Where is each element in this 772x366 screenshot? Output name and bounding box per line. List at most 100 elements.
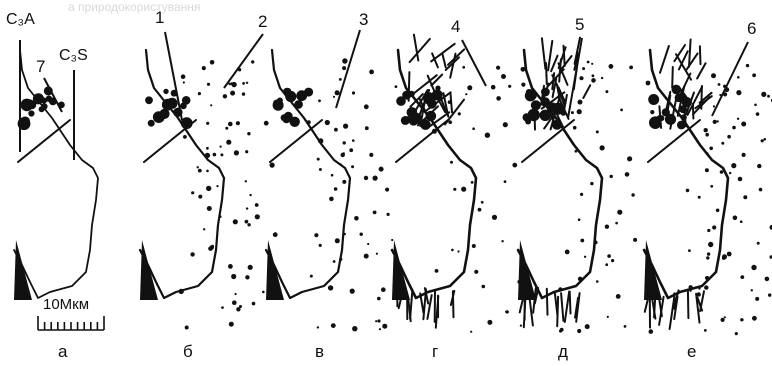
hydrate-needle <box>688 290 689 319</box>
hydrate-dot <box>220 146 222 148</box>
hydrate-dot <box>334 187 338 191</box>
hydrate-dot <box>465 93 467 95</box>
leader-3 <box>336 30 360 108</box>
hydrate-dot <box>207 83 210 86</box>
hydrate-dot <box>203 228 205 230</box>
hydrate-dot <box>617 210 622 215</box>
hydrate-dot <box>233 219 238 224</box>
hydrate-dot <box>183 135 187 139</box>
c3a-cluster <box>162 101 169 108</box>
hydrate-dot <box>382 324 387 329</box>
hydrate-dot <box>521 83 525 87</box>
hydrate-dot <box>481 201 484 204</box>
hydrate-dot <box>179 289 184 294</box>
hydrate-dot <box>210 104 212 106</box>
grain-panel-6 <box>644 40 772 336</box>
hydrate-dot <box>255 203 259 207</box>
callout-1: 1 <box>155 9 164 26</box>
phase-label-c3s: C₃S <box>59 48 88 64</box>
hydrate-dot <box>349 148 353 152</box>
hydrate-dot <box>220 153 223 156</box>
hydrate-dot <box>206 170 209 173</box>
hydrate-dot <box>307 120 311 124</box>
c3a-cluster <box>25 99 34 108</box>
hydrate-needle <box>548 41 552 71</box>
hydrate-dot <box>333 260 336 263</box>
hydrate-dot <box>207 206 212 211</box>
hydrate-dot <box>221 306 224 309</box>
hydrate-dot <box>579 76 583 80</box>
hydrate-dot <box>600 145 605 150</box>
hydrate-dot <box>385 188 389 192</box>
hydrate-dot <box>485 133 490 138</box>
c3a-cluster <box>281 114 288 121</box>
hydrate-dot <box>736 90 741 95</box>
hydrate-dot <box>331 174 334 177</box>
hydrate-dot <box>512 163 517 168</box>
hydrate-dot <box>264 121 269 126</box>
hydrate-dot <box>461 187 466 192</box>
hydrate-dot <box>727 135 731 139</box>
hydrate-dot <box>364 104 369 109</box>
scale-bar <box>38 316 104 330</box>
hydrate-dot <box>391 239 393 241</box>
hydrate-dot <box>578 218 581 221</box>
hydrate-dot <box>580 239 584 243</box>
hydrate-dot <box>223 94 227 98</box>
hydrate-dot <box>453 188 456 191</box>
hydrate-dot <box>610 175 613 178</box>
hydrate-dot <box>722 256 726 260</box>
hydrate-dot <box>710 185 713 188</box>
hydrate-dot <box>198 92 201 95</box>
hydrate-dot <box>329 197 334 202</box>
hydrate-needle <box>410 39 430 62</box>
hydrate-dot <box>757 242 760 245</box>
hydrate-needle <box>559 59 561 81</box>
c3a-cluster <box>531 100 541 110</box>
hydrate-dot <box>752 316 757 321</box>
hydrate-dot <box>435 269 439 273</box>
panel-label-e: е <box>687 343 696 360</box>
hydrate-dot <box>377 297 381 301</box>
hydrate-dot <box>395 85 398 88</box>
callout-2: 2 <box>258 13 267 30</box>
hydrate-dot <box>364 254 369 259</box>
c3a-cluster <box>396 96 406 106</box>
hydrate-dot <box>625 172 630 177</box>
c3a-cluster <box>148 120 155 127</box>
hydrate-dot <box>724 316 726 318</box>
hydrate-dot <box>735 332 738 335</box>
hydrate-dot <box>236 121 240 125</box>
hydrate-dot <box>205 153 210 158</box>
hydrate-dot <box>206 122 209 125</box>
panel-label-v: в <box>315 343 324 360</box>
hydrate-dot <box>596 280 599 283</box>
hydrate-dot <box>342 180 346 184</box>
hydrate-dot <box>352 326 357 331</box>
hydrate-dot <box>508 85 511 88</box>
hydrate-dot <box>591 78 596 83</box>
hydrate-dot <box>343 141 346 144</box>
hydrate-dot <box>592 74 595 77</box>
hydrate-dot <box>698 196 701 199</box>
hydrate-dot <box>432 129 437 134</box>
c3a-wedge <box>266 240 284 300</box>
c3a-wedge <box>392 240 410 300</box>
hydrate-dot <box>575 150 578 153</box>
hydrate-dot <box>228 122 233 127</box>
c3a-wedge <box>518 240 536 300</box>
hydrate-dot <box>611 259 614 262</box>
scale-bar-label: 10Мкм <box>43 297 89 312</box>
callout-3: 3 <box>359 11 368 28</box>
hydrate-needle <box>451 94 453 113</box>
hydrate-dot <box>318 99 321 102</box>
hydrate-dot <box>761 139 764 142</box>
hydrate-dot <box>487 320 492 325</box>
hydrate-dot <box>731 163 736 168</box>
hydrate-dot <box>716 209 720 213</box>
hydrate-dot <box>742 153 746 157</box>
hydrate-needle <box>583 85 590 98</box>
grain-panel-5 <box>518 38 655 334</box>
hydrate-dot <box>325 120 330 125</box>
